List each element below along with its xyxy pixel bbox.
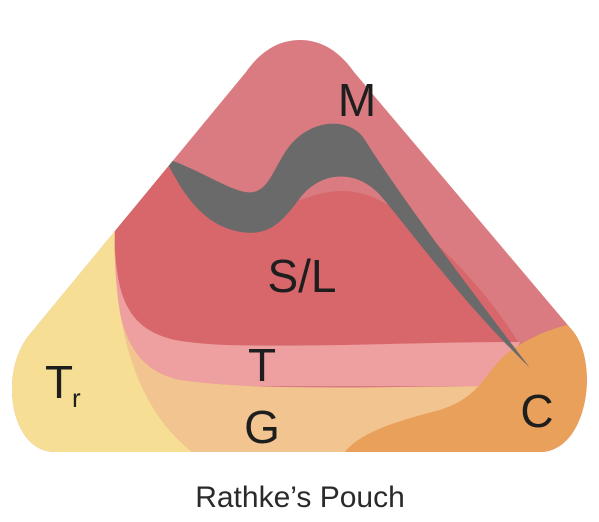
label-tr-subscript: r — [72, 383, 81, 413]
label-g: G — [244, 401, 280, 453]
label-tr-main: T — [45, 356, 73, 408]
label-c: C — [520, 385, 553, 437]
label-sl: S/L — [267, 250, 336, 302]
label-t: T — [248, 339, 276, 391]
diagram-caption: Rathke’s Pouch — [195, 481, 405, 514]
label-tr: T — [45, 356, 73, 408]
label-m: M — [338, 74, 376, 126]
